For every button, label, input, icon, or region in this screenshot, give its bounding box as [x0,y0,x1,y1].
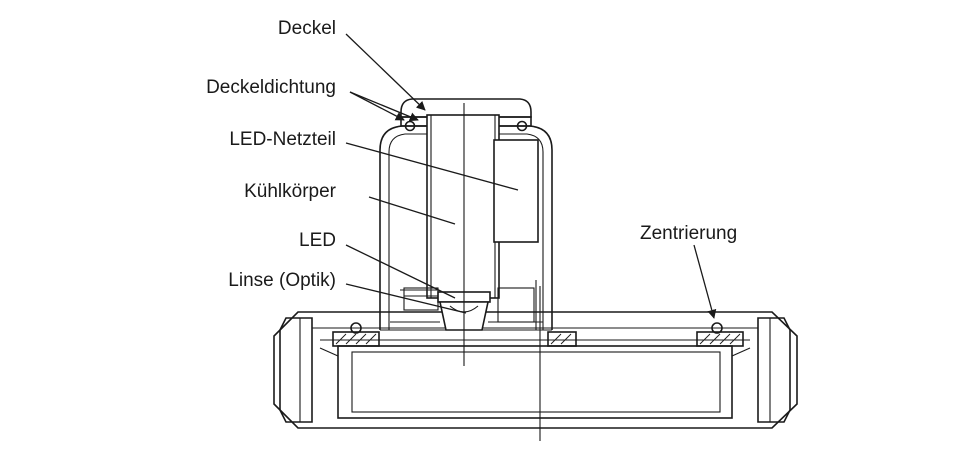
label-zentrierung: Zentrierung [640,223,737,244]
heat-sink [426,114,500,299]
leader-led [345,244,456,299]
base-housing [273,311,798,429]
label-kuehlkoerper: Kühlkörper [244,181,337,202]
labels: Deckel Deckeldichtung LED-Netzteil Kühlk… [206,18,737,291]
leader-led-netzteil [345,142,519,191]
leader-lines [345,33,717,319]
leader-kuehlkoerper [368,196,456,225]
label-deckeldichtung: Deckeldichtung [206,77,336,98]
leader-deckeldichtung-2 [349,91,419,122]
leader-linse [345,283,467,314]
leader-zentrierung [693,244,717,319]
label-led: LED [299,230,336,251]
label-deckel: Deckel [278,18,336,39]
label-led-netzteil: LED-Netzteil [229,129,336,150]
center-axes [463,103,541,441]
led-power-supply [493,139,539,243]
label-linse: Linse (Optik) [228,270,336,291]
lid [400,98,532,118]
leader-deckel [345,33,426,111]
leader-deckeldichtung-1 [349,91,405,121]
